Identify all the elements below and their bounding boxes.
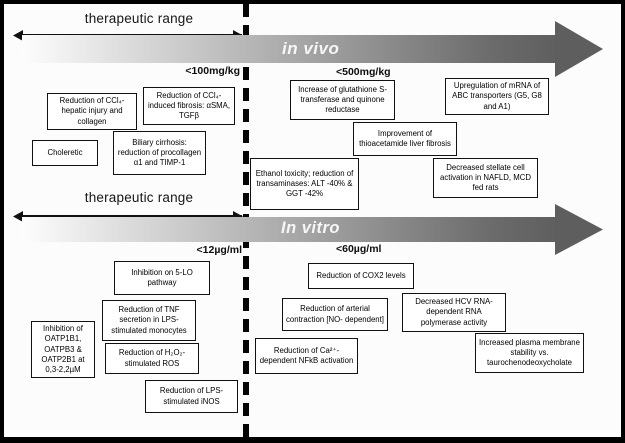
effect-box-ethanol-toxicity: Ethanol toxicity; reduction of transamin… — [250, 158, 359, 210]
in-vivo-axis-label: in vivo — [282, 39, 340, 58]
effect-box-membrane-stability: Increased plasma membrane stability vs. … — [475, 333, 584, 373]
in-vitro-gradient-arrow-band — [22, 217, 557, 242]
in-vivo-section: therapeutic range in vivo <100mg/kg <500… — [4, 4, 621, 437]
effect-box-nfkb: Reduction of Ca²⁺- dependent NFkB activa… — [255, 338, 358, 374]
effect-box-arterial-contraction: Reduction of arterial contraction [NO- d… — [282, 298, 388, 331]
effect-box-thioacetamide: Improvement of thioacetamide liver fibro… — [353, 122, 457, 156]
effect-box-ccl4-fibrosis: Reduction of CCl₄- induced fibrosis: αSM… — [143, 87, 235, 125]
effect-box-oatp-inhibition: Inhibition of OATP1B1, OATPB3 & OATP2B1 … — [31, 321, 95, 379]
in-vitro-dose-threshold-left: <12µg/ml — [196, 244, 242, 256]
in-vitro-dose-threshold-right: <60µg/ml — [336, 243, 382, 255]
effect-box-h2o2-ros: Reduction of H₂O₂- stimulated ROS — [105, 343, 199, 374]
effect-box-choleretic: Choleretic — [32, 140, 98, 166]
effect-box-stellate-cell: Decreased stellate cell activation in NA… — [433, 158, 538, 198]
effect-box-hcv-polymerase: Decreased HCV RNA- dependent RNA polymer… — [402, 293, 506, 332]
effect-box-tnf-secretion: Reduction of TNF secretion in LPS- stimu… — [102, 300, 196, 341]
in-vitro-gradient-arrowhead-icon — [555, 204, 603, 255]
in-vitro-axis-label: In vitro — [281, 219, 341, 237]
effect-box-cox2: Reduction of COX2 levels — [308, 263, 414, 289]
effect-box-abc-transporters: Upregulation of mRNA of ABC transporters… — [445, 78, 549, 115]
effect-box-lps-inos: Reduction of LPS- stimulated iNOS — [145, 380, 238, 413]
effect-box-biliary-cirrhosis: Biliary cirrhosis: reduction of procolla… — [113, 131, 206, 175]
in-vivo-dose-threshold-right: <500mg/kg — [336, 66, 391, 78]
in-vitro-range-arrow-line — [17, 215, 242, 217]
in-vitro-section: therapeutic range In vitro <12µg/ml <60µ… — [4, 4, 621, 437]
arrow-left-icon — [13, 30, 23, 41]
effect-box-ccl4-injury: Reduction of CCl₄- hepatic injury and co… — [47, 93, 137, 130]
in-vivo-therapeutic-range-label: therapeutic range — [84, 11, 194, 26]
effect-box-glutathione: Increase of glutathione S-transferase an… — [290, 80, 395, 120]
in-vivo-dose-threshold-left: <100mg/kg — [185, 65, 240, 77]
in-vivo-gradient-arrow-band — [22, 35, 557, 63]
in-vitro-therapeutic-range-label: therapeutic range — [84, 190, 194, 205]
effect-box-5lo-pathway: Inhibition on 5-LO pathway — [114, 261, 210, 295]
arrow-left-icon — [13, 211, 23, 222]
arrow-right-icon — [233, 211, 243, 222]
